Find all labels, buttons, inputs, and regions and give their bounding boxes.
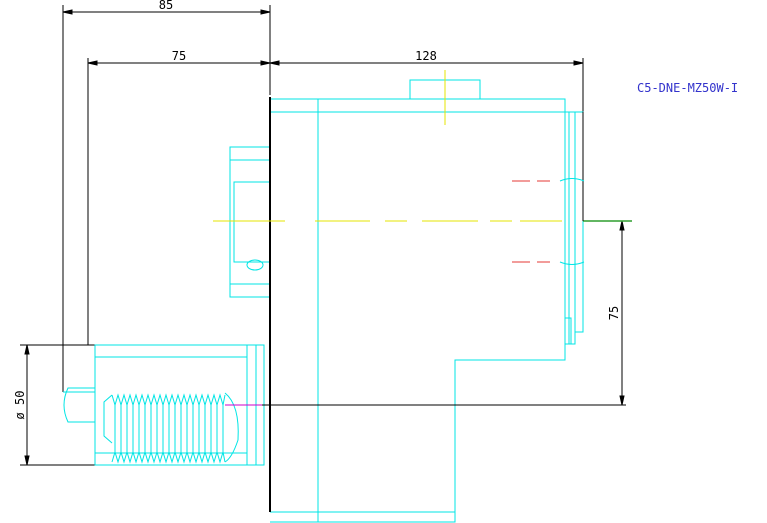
hidden-lines — [512, 180, 550, 263]
hole-arcs — [559, 178, 585, 265]
part-label: C5-DNE-MZ50W-I — [637, 81, 738, 95]
dimension-diameter-50-text: ø 50 — [13, 391, 27, 420]
dimension-75-vertical-text: 75 — [607, 306, 621, 320]
dimension-75-shank-text: 75 — [172, 49, 186, 63]
dimension-85-text: 85 — [159, 0, 173, 12]
dimension-85 — [62, 5, 271, 392]
dimension-75-shank — [87, 58, 271, 345]
left-flange — [229, 146, 271, 298]
thread-pattern — [111, 393, 226, 464]
dimension-128 — [269, 58, 584, 112]
main-body — [270, 98, 566, 523]
dimension-diameter-50 — [20, 344, 97, 466]
right-face-plate — [564, 111, 584, 345]
dimension-128-text: 128 — [415, 49, 437, 63]
